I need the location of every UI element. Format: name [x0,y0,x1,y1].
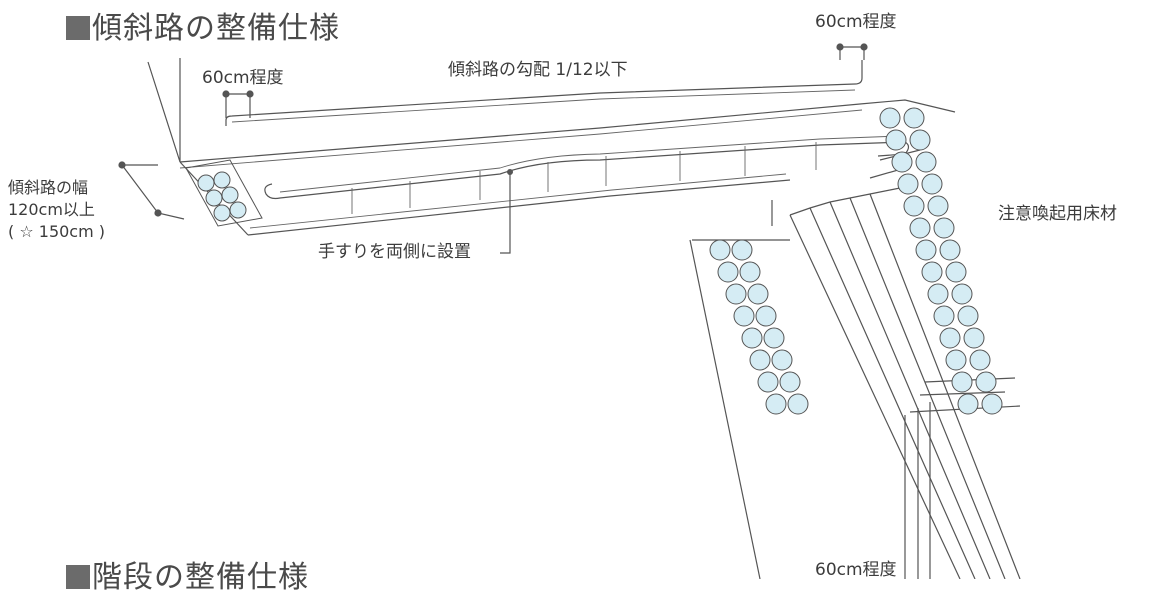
slope-title-text: 傾斜路の整備仕様 [92,11,340,46]
width-label-line1: 傾斜路の幅 [8,178,89,197]
ramp-inner-edge [179,109,863,169]
tactile-dot [981,393,1003,415]
tactile-dot [951,371,973,393]
ramp-illustration [118,43,1021,579]
tactile-dot [891,151,913,173]
width-label-line3: ( ☆ 150cm ) [8,222,106,241]
top-right-60cm-label: 60cm程度 [815,12,897,32]
handrail-leader [500,172,511,254]
width-label-line2: 120cm以上 [8,200,95,219]
tactile-dot [921,261,943,283]
tactile-dot [927,283,949,305]
dimension-60cm-top-right [836,43,868,60]
stairs-title-text: 階段の整備仕様 [92,560,309,595]
tactile-dot [963,327,985,349]
tactile-dot [739,261,761,283]
top-left-60cm-label: 60cm程度 [202,68,284,88]
tactile-dot [957,305,979,327]
handrail-posts [351,142,817,214]
tactile-tiles-right [879,107,1003,415]
handrail-label: 手すりを両側に設置 [318,242,471,262]
slope-section-title: 傾斜路の整備仕様 [66,14,340,44]
tactile-label: 注意喚起用床材 [998,204,1117,224]
tactile-dot [787,393,809,415]
ramp-lower-edge-2 [249,173,787,229]
tactile-dot [945,349,967,371]
gradient-label: 傾斜路の勾配 1/12以下 [448,60,628,80]
tactile-dot [741,327,763,349]
tactile-dot [885,129,907,151]
tactile-dot [957,393,979,415]
tactile-dot [903,195,925,217]
tactile-dot [933,305,955,327]
tactile-dot [939,327,961,349]
tactile-dot [725,283,747,305]
tactile-dot [921,173,943,195]
dimension-60cm-top-left [222,90,254,118]
tactile-dot [779,371,801,393]
tactile-dot [915,151,937,173]
tactile-dot [763,327,785,349]
wall-outline [147,58,181,163]
tactile-dot [933,217,955,239]
tactile-dot [749,349,771,371]
tactile-dot [969,349,991,371]
tactile-dot [717,261,739,283]
tactile-dot [733,305,755,327]
diagram-canvas: 傾斜路の整備仕様 60cm程度 60cm程度 傾斜路の勾配 1/12以下 傾斜路… [8,12,1117,593]
title-square-icon-2 [66,565,90,589]
tactile-dot [731,239,753,261]
near-handrail [264,141,910,200]
title-square-icon [66,16,90,40]
upper-handrail [225,60,863,126]
tactile-tiles-middle [709,239,809,415]
tactile-dot [909,217,931,239]
dimension-width [118,161,185,220]
upper-handrail-2 [231,89,856,123]
tactile-dot [945,261,967,283]
tactile-dot [915,239,937,261]
bottom-60cm-label: 60cm程度 [815,560,897,580]
stairs-outline [689,149,1021,579]
tactile-dot [709,239,731,261]
ramp-lower-edge [247,179,791,236]
tactile-dot [747,283,769,305]
tactile-dot [879,107,901,129]
tactile-dot [765,393,787,415]
tactile-dot [909,129,931,151]
tactile-dot [903,107,925,129]
stairs-section-title: 階段の整備仕様 [66,563,309,593]
tactile-dot [757,371,779,393]
tactile-dot [927,195,949,217]
tactile-dot [755,305,777,327]
tactile-dot [771,349,793,371]
tactile-dot [897,173,919,195]
ramp-top-edge [179,99,956,163]
tactile-dot [975,371,997,393]
tactile-dot [939,239,961,261]
tactile-dot [951,283,973,305]
tactile-tiles-left [185,159,263,227]
near-handrail-2 [279,135,901,193]
